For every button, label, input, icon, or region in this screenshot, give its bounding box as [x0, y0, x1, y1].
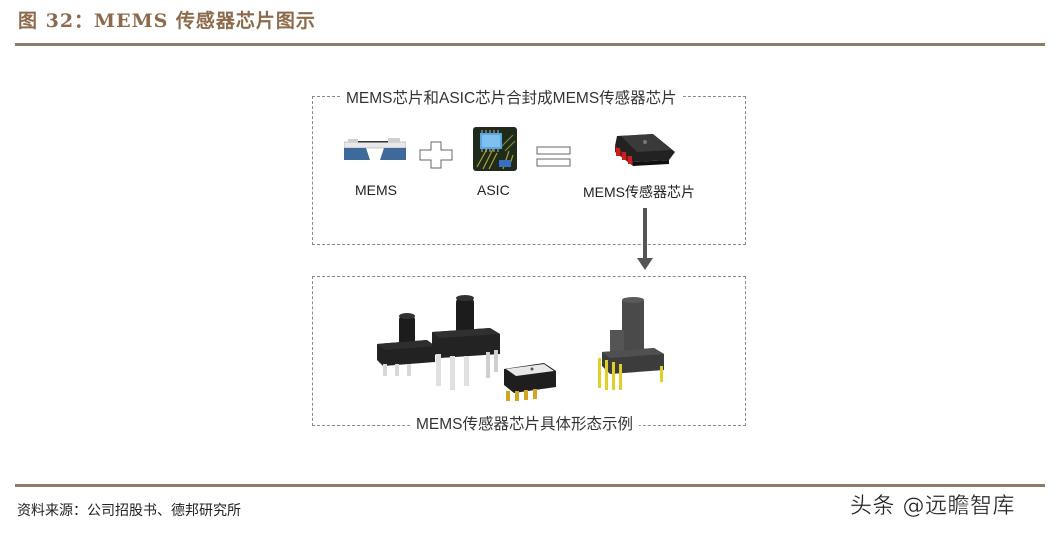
- asic-chip-icon: [473, 127, 517, 171]
- pressure-sensor-small-icon: [377, 313, 435, 376]
- watermark: 头条 @远瞻智库: [850, 494, 1015, 519]
- source-note: 资料来源：公司招股书、德邦研究所: [17, 503, 241, 519]
- top-divider: [15, 43, 1045, 46]
- pressure-sensor-dip-icon: [432, 295, 500, 390]
- composition-box: [312, 96, 746, 245]
- mems-label: MEMS: [355, 182, 397, 198]
- figure-title: 图 32：MEMS 传感器芯片图示: [18, 10, 316, 32]
- asic-label: ASIC: [477, 182, 510, 198]
- sensor-chip-icon: [615, 134, 675, 166]
- arrow-head-icon: [637, 258, 653, 270]
- pressure-sensor-smd-icon: [504, 363, 556, 401]
- plus-icon: [419, 141, 453, 169]
- arrow-down-icon: [643, 208, 647, 260]
- mems-die-icon: [344, 138, 406, 160]
- pressure-sensor-tall-icon: [598, 297, 664, 390]
- bottom-divider: [15, 484, 1045, 487]
- sensor-chip-label: MEMS传感器芯片: [583, 184, 695, 200]
- composition-caption: MEMS芯片和ASIC芯片合封成MEMS传感器芯片: [340, 86, 683, 108]
- examples-caption: MEMS传感器芯片具体形态示例: [410, 412, 640, 434]
- equals-icon: [536, 146, 571, 167]
